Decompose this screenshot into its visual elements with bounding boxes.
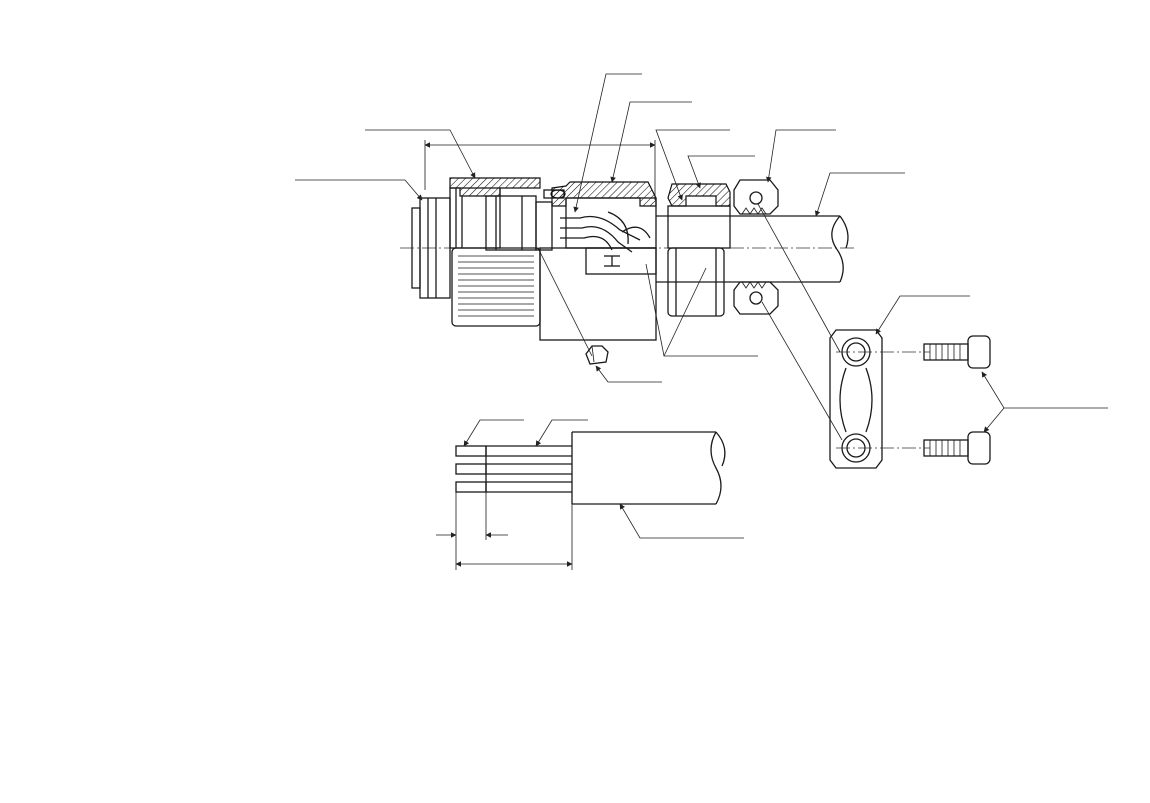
cable-clamp-front-view [829,329,930,469]
overall-length-dimension [424,140,656,200]
small-part [585,345,609,365]
leader-lines [295,73,1108,539]
internal-wires [560,211,651,253]
clamp-nut [667,183,731,317]
cable [656,215,849,283]
clamp-screws [923,335,991,465]
cable-clamp-side-view [733,179,779,315]
stripped-cable-detail [436,431,726,570]
back-shell [539,181,657,341]
knurled-coupling-nut [451,247,541,327]
coupling-nut [449,177,541,249]
